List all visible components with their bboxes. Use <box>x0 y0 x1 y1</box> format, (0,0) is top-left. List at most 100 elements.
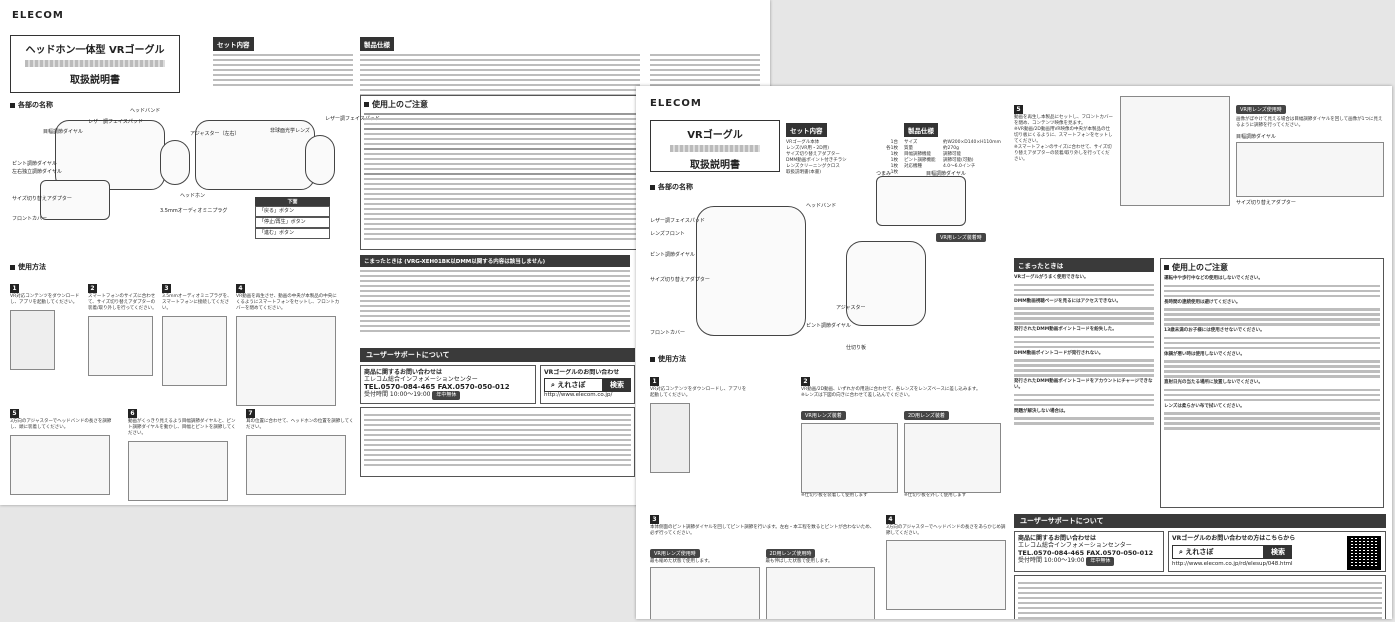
search-button[interactable]: 検索 <box>1264 545 1292 559</box>
caution-block: 使用上のご注意 <box>360 95 760 250</box>
usage-step-4: 4 3方向のアジャスターでヘッドバンドの長さをあらかじめ調節してください。 <box>886 506 1006 610</box>
part-label: レンズフロント <box>650 231 685 237</box>
phone-set-illustration <box>236 316 336 406</box>
step-number: 3 <box>650 515 659 524</box>
trouble-item: 問題が解決しない場合は。 <box>1014 408 1068 414</box>
usage-step-3: 3 本体側面のピント調節ダイヤルを回してピント調節を行います。左右・本工程を数る… <box>650 506 875 619</box>
head-adjust-illustration <box>10 435 110 495</box>
goggle-open-illustration <box>696 206 806 336</box>
step-number: 5 <box>1014 105 1023 114</box>
specs-row: 質量約270g <box>904 146 959 151</box>
contents-block: セット内容 <box>213 32 353 89</box>
step-number: 1 <box>650 377 659 386</box>
support-url[interactable]: http://www.elecom.co.jp/rd/elesup/048.ht… <box>1172 561 1293 567</box>
part-label: ヘッドホン <box>180 193 206 199</box>
qr-code-icon <box>1347 536 1381 570</box>
goggle-illustration-left <box>55 120 165 190</box>
search-icon: ⌕ <box>551 381 555 389</box>
goggle-closed-illustration <box>846 241 926 326</box>
support-hours: 受付時間 10:00〜19:00 年中無休 <box>364 391 532 400</box>
2d-lens-illustration <box>904 423 1001 493</box>
model-number-blurred <box>25 60 165 67</box>
title-box: VRゴーグル 取扱説明書 <box>650 120 780 172</box>
usage-step-1: 1 VR対応コンテンツをダウンロードし、アプリを起動してください。 <box>650 368 750 473</box>
step-number: 6 <box>128 409 137 418</box>
phone-app-illustration <box>10 310 55 370</box>
search-field[interactable]: ⌕ えれさぽ <box>544 378 603 392</box>
manual-label: 取扱説明書 <box>70 75 120 86</box>
specs-table: サイズ約W200×D140×H110mm 質量約270g 目幅調節機能調節可能 … <box>904 140 1004 170</box>
front-cover-illustration <box>40 180 110 220</box>
vr-lens-badge: VR用レンズ装着時 <box>936 233 986 242</box>
part-label: レザー調フェイスパッド <box>325 116 380 122</box>
trouble-item: DMM動画視聴ページを見るにはアクセスできない。 <box>1014 298 1121 304</box>
part-label: フロントカバー <box>650 330 686 336</box>
specs-row: ピント調節機能調節可能(可動) <box>904 158 974 163</box>
support-tel-header: 商品に関するお問い合わせは <box>364 369 443 376</box>
section-trouble: こまったときは (VRG-XEH01BK以DMM以関する内容は該当しません) <box>360 255 630 267</box>
section-parts: 各部の名称 <box>10 100 53 110</box>
adapter-label: サイズ切り替えアダプター <box>1236 200 1296 206</box>
support-web-header: VRゴーグルのお問い合わせ <box>544 369 620 376</box>
section-contents: セット内容 <box>213 37 254 51</box>
search-field[interactable]: ⌕ えれさぽ <box>1172 545 1264 559</box>
button-table-header: 下面 <box>255 197 330 206</box>
usage-step-5: 5 動画を再生し本製品にセットし、フロントカバーを閉め、コンテンツ映像を見ます。… <box>1014 96 1384 251</box>
step-text: スマートフォンのサイズに合わせて、サイズ切り替えアダプターの装着/取り外しを行っ… <box>88 294 157 311</box>
2d-caption: ※仕切り板を外して使用します <box>904 493 967 498</box>
section-specs: 製品仕様 <box>360 37 394 51</box>
trouble-block: こまったときは VRゴーグルがうまく使用できない。 DMM動画視聴ページを見るに… <box>1014 258 1154 508</box>
part-label: 目幅調節ダイヤル <box>926 171 966 177</box>
vr-focus-panel: VR用レンズ使用時 最も縮めた状態で使用します。 <box>650 540 760 619</box>
caution-item: 長時間の連続使用は避けてください。 <box>1164 299 1241 305</box>
section-parts: 各部の名称 <box>650 182 693 192</box>
contents-row: レンズ(VR用・2D用)各1枚 <box>786 146 898 151</box>
part-label: ヘッドバンド <box>806 203 837 209</box>
part-label: ヘッドバンド <box>130 108 161 114</box>
step-note: ※レンズは下図の向きに合わせて差し込んでください。 <box>801 393 913 398</box>
manual-label: 取扱説明書 <box>690 160 740 171</box>
step-number: 7 <box>246 409 255 418</box>
step5-badge: VR用レンズ使用時 <box>1236 105 1286 114</box>
step-number: 3 <box>162 284 171 293</box>
section-usage: 使用方法 <box>650 354 686 364</box>
part-label: アジャスター（左右） <box>190 131 240 137</box>
part-label: サイズ切り替えアダプター <box>12 196 72 202</box>
support-tel: TEL.0570-084-465 FAX.0570-050-012 <box>1018 549 1154 557</box>
button-label: 「停止/再生」ボタン <box>255 217 330 228</box>
support-block: ユーザーサポートについて 商品に関するお問い合わせは エレコム総合インフォメーシ… <box>1014 514 1386 619</box>
caution-block: 使用上のご注意 運転中や歩行中などの使用はしないでください。 長時間の連続使用は… <box>1160 258 1384 508</box>
trouble-list: VRゴーグルがうまく使用できない。 DMM動画視聴ページを見るにはアクセスできな… <box>1014 275 1154 425</box>
usage-step: 2 スマートフォンのサイズに合わせて、サイズ切り替えアダプターの装着/取り外しを… <box>88 275 158 376</box>
legal-notes <box>360 407 635 477</box>
support-web-box: VRゴーグルのお問い合わせの方はこちらから ⌕ えれさぽ 検索 http://w… <box>1168 531 1386 572</box>
part-label: つまみ <box>876 171 892 177</box>
step-text: 本体側面のピント調節ダイヤルを回してピント調節を行います。左右・本工程を数るとピ… <box>650 525 875 536</box>
dial-illustration <box>1236 142 1384 197</box>
step-text: VR動画を再生させ、動画の中央が本製品の中央にくるようにスマートフォンをセットし… <box>236 294 340 311</box>
vr-focus-badge: VR用レンズ使用時 <box>650 549 700 558</box>
step-number: 4 <box>886 515 895 524</box>
trouble-block: こまったときは (VRG-XEH01BK以DMM以関する内容は該当しません) <box>360 255 630 345</box>
elecom-logo: ELECOM <box>12 10 64 21</box>
step-number: 1 <box>10 284 19 293</box>
search-button[interactable]: 検索 <box>603 378 631 392</box>
step-number: 4 <box>236 284 245 293</box>
vr-caption: ※仕切り板を装着して使用します <box>801 493 868 498</box>
support-url[interactable]: http://www.elecom.co.jp/ <box>544 392 613 398</box>
plug-illustration <box>162 316 227 386</box>
support-block: ユーザーサポートについて 商品に関するお問い合わせは エレコム総合インフォメーシ… <box>360 348 635 477</box>
part-label: ピント調節ダイヤル <box>12 161 57 167</box>
caution-item: 13歳未満のお子様には使用させないでください。 <box>1164 328 1265 333</box>
step-number: 2 <box>88 284 97 293</box>
support-tel: TEL.0570-084-465 FAX.0570-050-012 <box>364 383 510 391</box>
step5-callout: 画像がぼやけて見える場合は目幅調節ダイヤルを回して画像が1つに見えるように調節を… <box>1236 117 1383 128</box>
support-center: エレコム総合インフォメーションセンター <box>364 376 478 383</box>
headphone-adjust-illustration <box>246 435 346 495</box>
step-note: ※スマートフォンのサイズに合わせて、サイズ切り替えアダプターの装着/取り外しを行… <box>1014 145 1112 162</box>
elecom-logo: ELECOM <box>650 98 702 109</box>
open-badge: 年中無休 <box>432 391 461 400</box>
step-number: 2 <box>801 377 810 386</box>
